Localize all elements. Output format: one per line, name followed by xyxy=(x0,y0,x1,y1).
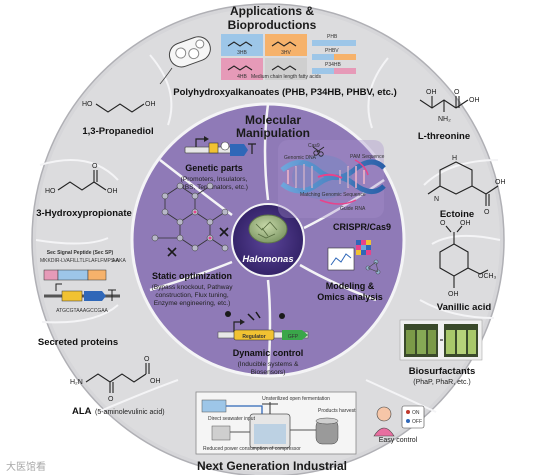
threonine-nh2: NH₂ xyxy=(438,116,451,123)
on-label: ON xyxy=(412,410,420,416)
genetic-parts-sub2: RBS, Terminators, etc.) xyxy=(180,184,248,191)
applications-title-line2: Bioproductions xyxy=(228,18,317,32)
ectoine-nh: N xyxy=(434,196,439,203)
easy-control-label: Easy control xyxy=(379,437,418,444)
industrial-panel xyxy=(195,391,357,455)
matching-label: Matching Genomic Sequence xyxy=(300,192,366,198)
cas9-label: Cas9 xyxy=(308,143,320,149)
dynamic-control-title: Dynamic control xyxy=(233,348,304,358)
pha-legend-p34hb: P34HB xyxy=(325,62,342,68)
genetic-parts-title: Genetic parts xyxy=(185,163,243,173)
hydroxypropionate-o: O xyxy=(92,163,98,170)
inner-section-dividers xyxy=(149,103,385,377)
static-optimization-sub2: construction, Flux tuning, xyxy=(155,292,228,299)
hydroxypropionate-label: 3-Hydroxypropionate xyxy=(36,208,132,219)
biosurfactants-photo xyxy=(399,319,483,361)
ala-structure xyxy=(85,363,150,393)
modeling-title-line1: Modeling & xyxy=(326,281,375,291)
secreted-label: Secreted proteins xyxy=(38,337,118,348)
propanediol-oh: OH xyxy=(145,101,156,108)
ala-oh: OH xyxy=(150,378,161,385)
reduced-power-label: Reduced power consumption of compressor xyxy=(203,446,301,452)
easy-control-icon xyxy=(373,405,425,437)
pha-box-3hv: 3HV xyxy=(281,50,291,56)
ala-o2: O xyxy=(144,356,150,363)
products-harvest-label: Products harvest xyxy=(318,408,356,414)
static-optimization-sub3: Enzyme engineering, etc.) xyxy=(154,300,231,307)
pha-box-mcl: Medium chain length fatty acids xyxy=(251,74,322,80)
hydroxypropionate-structure xyxy=(57,170,107,191)
crispr-title: CRISPR/Cas9 xyxy=(333,222,391,232)
pha-legend-phb: PHB xyxy=(327,34,338,40)
hydroxypropionate-oh: OH xyxy=(107,188,118,195)
pha-legend-phbv: PHBV xyxy=(325,48,339,54)
industrial-title: Next Generation Industrial xyxy=(197,459,347,473)
molecular-title-line1: Molecular xyxy=(245,113,301,127)
vanillic-label: Vanillic acid xyxy=(437,302,492,313)
unsterilized-label: Unsterilized open fermentation xyxy=(262,396,330,402)
threonine-o: O xyxy=(454,89,460,96)
threonine-structure xyxy=(419,96,469,112)
static-optimization-sub1: (Bypass knockout, Pathway xyxy=(152,284,234,291)
pha-cell-icon xyxy=(159,36,211,85)
signal-seq-right: AA xyxy=(112,258,119,264)
halomonas-label: Halomonas xyxy=(242,254,293,265)
ectoine-h: H xyxy=(452,155,457,162)
seawater-label: Direct seawater input xyxy=(208,416,256,422)
halomonas-cell-icon xyxy=(248,214,288,244)
pha-monomer-boxes xyxy=(221,34,307,80)
gfp-label: GFP xyxy=(288,334,299,340)
genetic-parts-icon xyxy=(184,136,256,156)
applications-title-line1: Applications & xyxy=(230,4,314,18)
vanillic-oh2: OH xyxy=(448,291,459,298)
modeling-title-line2: Omics analysis xyxy=(317,292,383,302)
watermark-text: 大医馆看 xyxy=(6,460,46,473)
propanediol-ho: HO xyxy=(82,101,93,108)
vanillic-och3: OCH₃ xyxy=(478,273,497,280)
pha-label: Polyhydroxyalkanoates (PHB, P34HB, PHBV,… xyxy=(173,87,397,98)
modeling-omics-icon xyxy=(327,240,381,275)
ectoine-oh: OH xyxy=(495,179,506,186)
outer-section-dividers xyxy=(35,54,501,413)
dynamic-control-sub2: Biosensors) xyxy=(251,369,286,376)
genetic-parts-sub1: (Promoters, Insulators, xyxy=(181,176,248,183)
pha-box-4hb: 4HB xyxy=(237,74,247,80)
pha-legend-bars xyxy=(312,40,356,74)
vanillic-o: O xyxy=(440,220,446,227)
signal-peptide-label: Sec Signal Peptide (Sec SP) xyxy=(47,250,114,256)
ala-label: ALA xyxy=(72,406,92,417)
regulator-label: Regulator xyxy=(242,334,265,340)
dynamic-control-icon xyxy=(217,311,309,341)
dna-seq: ATGCGTAAAGCCGAA xyxy=(56,308,108,314)
ala-nh2: H₂N xyxy=(70,379,83,386)
crispr-icon xyxy=(278,140,386,218)
propanediol-structure xyxy=(95,103,145,113)
guide-rna-label: Guide RNA xyxy=(340,206,366,212)
molecular-title-line2: Manipulation xyxy=(236,126,310,140)
genomic-dna-label: Genomic DNA xyxy=(284,155,317,161)
ectoine-structure xyxy=(427,161,499,206)
vanillic-oh: OH xyxy=(460,220,471,227)
threonine-label: L-threonine xyxy=(418,131,470,142)
secreted-construct-icon xyxy=(43,269,120,302)
static-optimization-network-icon xyxy=(151,182,229,257)
vanillic-structure xyxy=(439,225,489,288)
threonine-oh: OH xyxy=(426,89,437,96)
pha-box-3hb: 3HB xyxy=(237,50,247,56)
dynamic-control-sub1: (Inducible systems & xyxy=(238,361,299,368)
off-label: OFF xyxy=(412,419,422,425)
biosurfactants-label: Biosurfactants xyxy=(409,366,476,377)
ala-o1: O xyxy=(108,396,114,403)
pam-label: PAM Sequence xyxy=(350,154,385,160)
ectoine-o: O xyxy=(484,209,490,216)
hydroxypropionate-ho: HO xyxy=(45,188,56,195)
ala-sub: (5-aminolevulinic acid) xyxy=(95,409,165,416)
threonine-oh2: OH xyxy=(469,97,480,104)
ectoine-label: Ectoine xyxy=(440,209,474,220)
signal-seq-left: MKKDIR-LVAFILLTLFLAFLFMPS-AKA xyxy=(40,258,127,264)
propanediol-label: 1,3-Propanediol xyxy=(82,126,153,137)
static-optimization-title: Static optimization xyxy=(152,271,232,281)
biosurfactants-sub: (PhaP, PhaR, etc.) xyxy=(413,379,470,386)
